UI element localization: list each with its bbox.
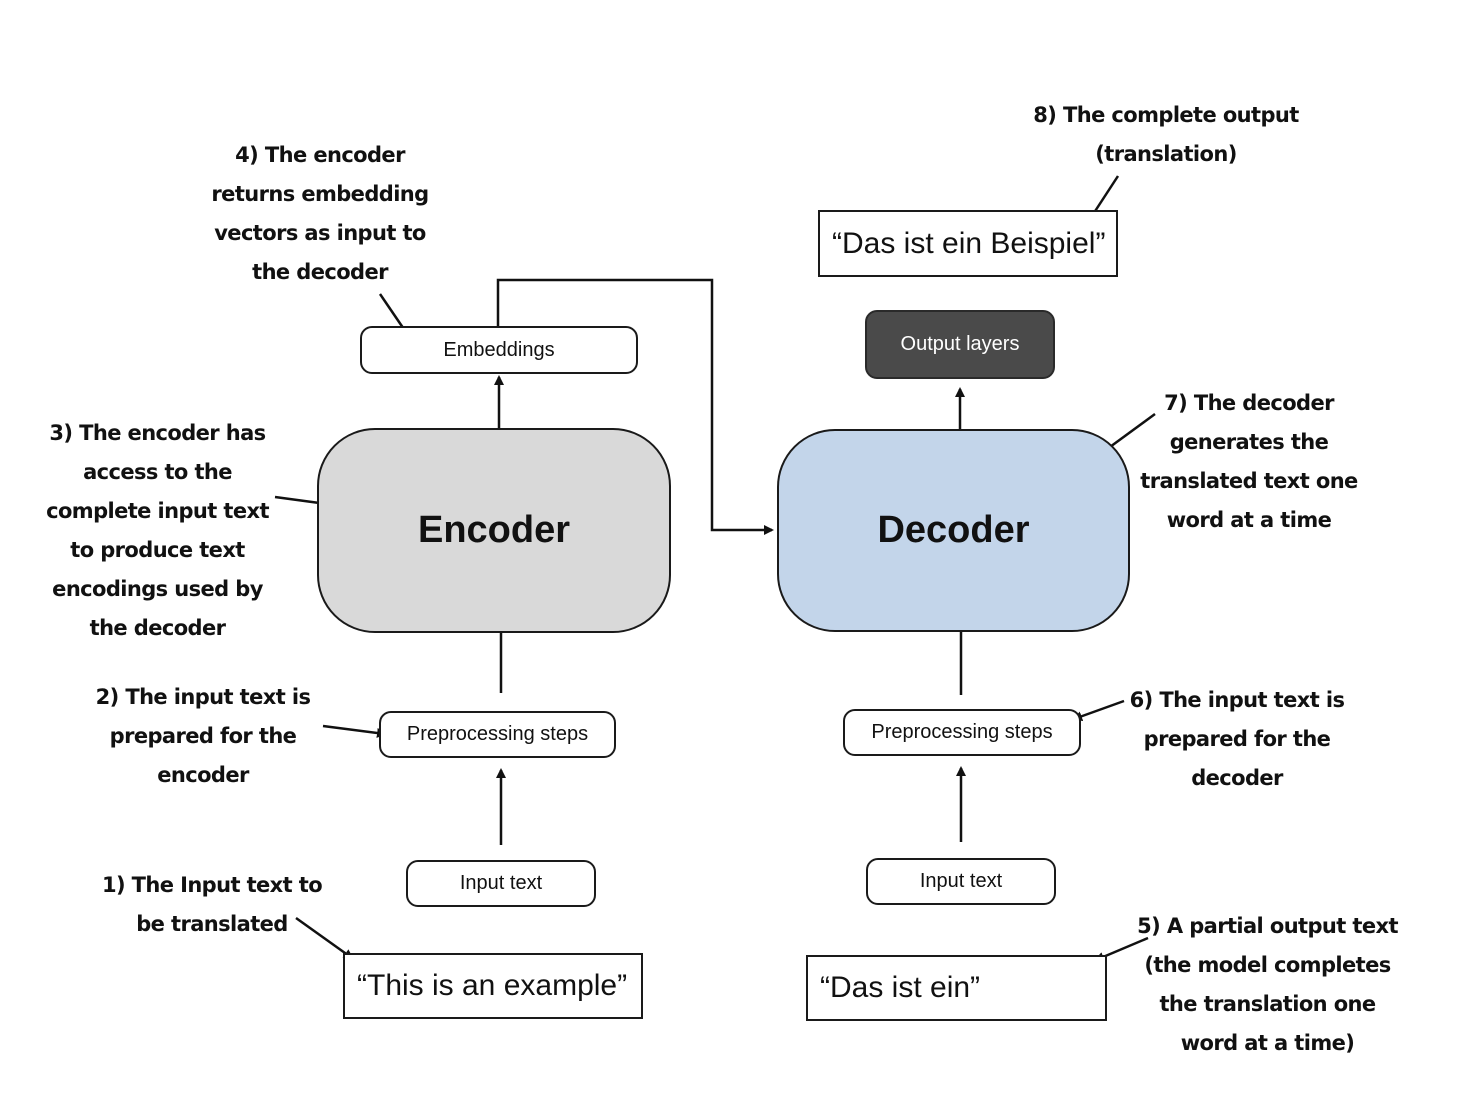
source-sentence-box: “This is an example”	[343, 953, 643, 1019]
encoder-block: Encoder	[317, 428, 671, 633]
annotation-line: word at a time)	[1180, 1031, 1355, 1055]
annotation-line: the decoder	[252, 260, 388, 284]
pointer-note-6	[1072, 699, 1125, 721]
annotation-line: 1) The Input text to	[101, 873, 323, 897]
annotation-line: (the model completes	[1144, 953, 1391, 977]
annotation-4: 4) The encoder returns embedding vectors…	[205, 136, 435, 292]
annotation-line: the decoder	[89, 616, 226, 640]
encoder-input-text-box: Input text	[406, 860, 596, 907]
annotation-line: translated text one	[1140, 469, 1358, 493]
output-layers-label: Output layers	[900, 333, 1020, 355]
embeddings-label: Embeddings	[443, 338, 555, 361]
partial-output-text: “Das ist ein”	[820, 971, 981, 1004]
translation-output-text: “Das ist ein Beispiel”	[832, 226, 1106, 260]
annotation-line: 2) The input text is	[95, 685, 311, 709]
encoder-preprocessing-box: Preprocessing steps	[379, 711, 616, 758]
partial-output-box: “Das ist ein”	[806, 955, 1107, 1021]
decoder-block: Decoder	[777, 429, 1130, 632]
annotation-line: access to the	[83, 460, 232, 484]
annotation-line: encodings used by	[52, 577, 263, 601]
encoder-input-text-label: Input text	[459, 872, 543, 894]
encoder-label: Encoder	[417, 509, 571, 551]
decoder-preprocessing-label: Preprocessing steps	[871, 721, 1053, 743]
annotation-line: decoder	[1191, 766, 1283, 790]
embeddings-box: Embeddings	[360, 326, 638, 374]
annotation-3: 3) The encoder has access to the complet…	[40, 414, 275, 648]
annotation-line: encoder	[157, 763, 249, 787]
annotation-line: 8) The complete output	[1033, 103, 1299, 127]
annotation-line: 3) The encoder has	[49, 421, 266, 445]
annotation-line: 5) A partial output text	[1137, 914, 1398, 938]
annotation-5: 5) A partial output text (the model comp…	[1135, 907, 1400, 1063]
annotation-line: returns embedding	[211, 182, 429, 206]
decoder-input-text-box: Input text	[866, 858, 1056, 905]
source-sentence-text: “This is an example”	[357, 969, 628, 1002]
annotation-line: generates the	[1169, 430, 1329, 454]
annotation-line: vectors as input to	[214, 221, 426, 245]
translation-output-box: “Das ist ein Beispiel”	[818, 210, 1118, 277]
annotation-line: be translated	[136, 912, 288, 936]
annotation-line: (translation)	[1095, 142, 1237, 166]
annotation-line: 6) The input text is	[1129, 688, 1345, 712]
annotation-line: to produce text	[70, 538, 245, 562]
pointer-note-2	[322, 724, 387, 738]
annotation-line: 4) The encoder	[235, 143, 405, 167]
annotation-7: 7) The decoder generates the translated …	[1133, 384, 1365, 540]
annotation-2: 2) The input text is prepared for the en…	[88, 678, 318, 795]
decoder-label: Decoder	[877, 509, 1030, 551]
decoder-input-text-label: Input text	[919, 870, 1003, 892]
output-layers-box: Output layers	[865, 310, 1055, 379]
encoder-preprocessing-label: Preprocessing steps	[406, 723, 589, 745]
annotation-line: word at a time	[1166, 508, 1332, 532]
decoder-preprocessing-box: Preprocessing steps	[843, 709, 1081, 756]
annotation-line: prepared for the	[1143, 727, 1331, 751]
annotation-line: 7) The decoder	[1164, 391, 1334, 415]
annotation-line: prepared for the	[109, 724, 297, 748]
annotation-line: complete input text	[46, 499, 269, 523]
annotation-8: 8) The complete output (translation)	[1030, 96, 1302, 174]
annotation-6: 6) The input text is prepared for the de…	[1122, 681, 1352, 798]
annotation-line: the translation one	[1159, 992, 1376, 1016]
annotation-1: 1) The Input text to be translated	[97, 866, 327, 944]
